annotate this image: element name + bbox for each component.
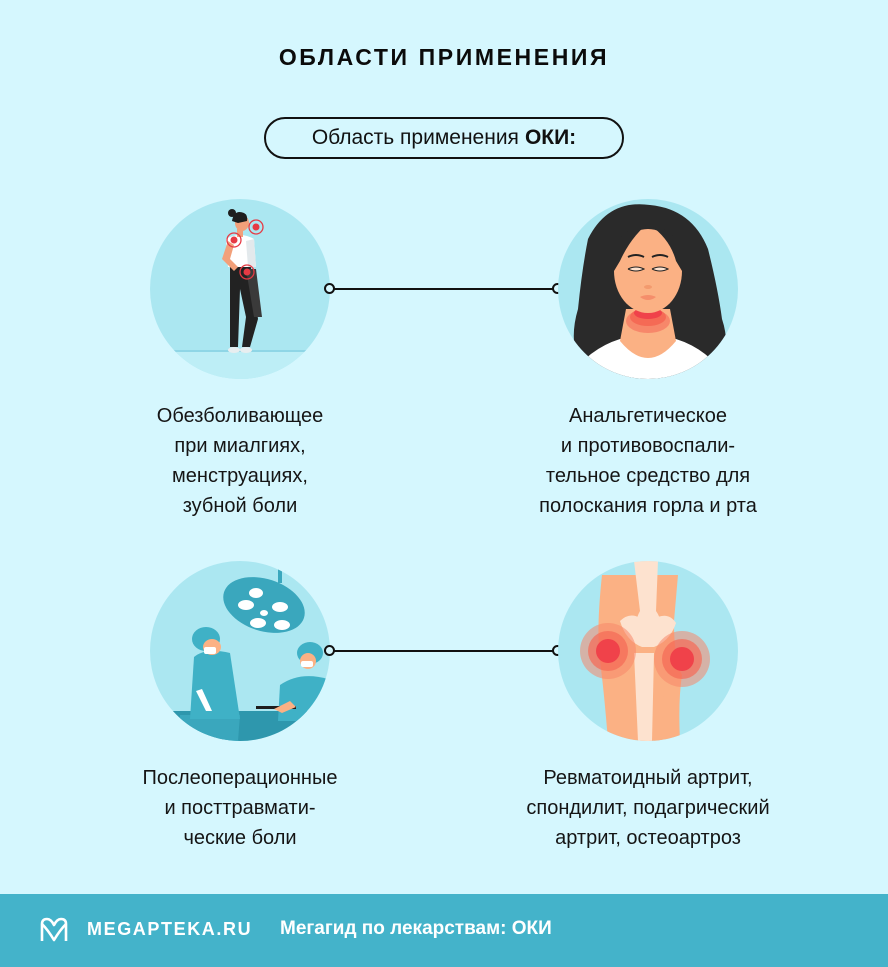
- caption-line: полоскания горла и рта: [539, 495, 757, 517]
- footer-bar: MEGAPTEKA.RU Мегагид по лекарствам: ОКИ: [0, 894, 888, 967]
- caption-line: Обезболивающее: [156, 405, 324, 427]
- knee-joint-icon: [580, 561, 710, 741]
- caption-line: тельное средство для: [545, 465, 751, 487]
- connector-line-top: [334, 288, 554, 290]
- caption-analgesic: Обезболивающее при миалгиях, менструация…: [130, 401, 350, 521]
- connector-dot-top-left: [324, 283, 335, 294]
- caption-postoperative: Послеоперационные и посттравмати- ческие…: [100, 763, 380, 853]
- caption-line: зубной боли: [182, 495, 298, 517]
- page-title: ОБЛАСТИ ПРИМЕНЕНИЯ: [278, 44, 610, 70]
- caption-line: ческие боли: [183, 827, 297, 849]
- caption-line: и противовоспали-: [560, 435, 736, 457]
- illustration-woman-sore-throat: [558, 199, 738, 379]
- megapteka-m-logo-icon[interactable]: [38, 916, 70, 944]
- surgeons-icon: [150, 565, 330, 741]
- subtitle-bold: ОКИ:: [524, 126, 577, 149]
- illustration-surgeons: [150, 561, 330, 741]
- caption-line: спондилит, подагрический: [526, 797, 770, 819]
- caption-line: Ревматоидный артрит,: [543, 767, 753, 789]
- caption-line: менструациях,: [172, 465, 308, 487]
- connector-line-bottom: [334, 650, 554, 652]
- connector-dot-bottom-left: [324, 645, 335, 656]
- caption-line: при миалгиях,: [174, 435, 306, 457]
- caption-line: Послеоперационные: [142, 767, 338, 789]
- subtitle-pill: Область применения ОКИ:: [264, 117, 624, 159]
- caption-line: артрит, остеоартроз: [555, 827, 741, 849]
- brand-name[interactable]: MEGAPTEKA.RU: [87, 919, 253, 939]
- woman-pain-points-icon: [150, 209, 330, 379]
- subtitle-prefix: Область применения: [311, 126, 519, 149]
- caption-line: Анальгетическое: [568, 405, 727, 427]
- caption-line: и посттравмати-: [164, 797, 316, 819]
- footer-tagline: Мегагид по лекарствам: ОКИ: [280, 918, 552, 939]
- woman-sore-throat-icon: [568, 204, 728, 379]
- illustration-woman-pain-points: [150, 199, 330, 379]
- illustration-knee-joint: [558, 561, 738, 741]
- caption-arthritis: Ревматоидный артрит, спондилит, подагрич…: [478, 763, 818, 853]
- caption-throat: Анальгетическое и противовоспали- тельно…: [498, 401, 798, 521]
